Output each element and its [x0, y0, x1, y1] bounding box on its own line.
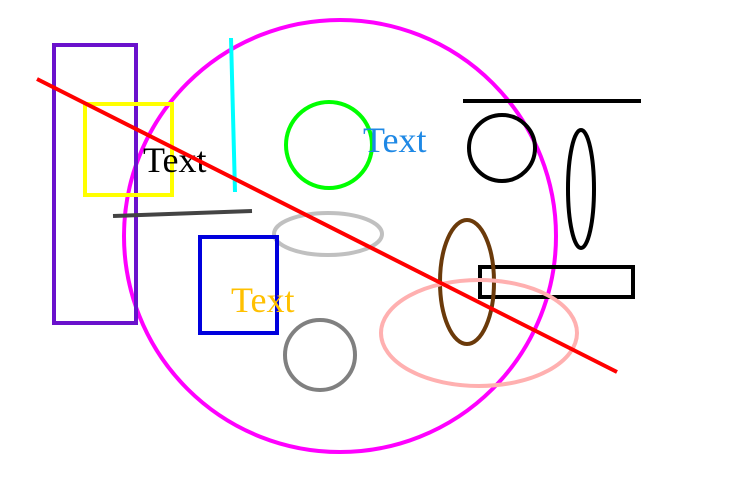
- green-circle: [284, 100, 374, 190]
- gray-circle: [283, 318, 357, 392]
- black-circle: [467, 113, 537, 183]
- dark-gray-line: [112, 209, 253, 218]
- blue-text-label: Text: [363, 120, 426, 160]
- light-gray-ellipse: [272, 211, 384, 257]
- cyan-line: [229, 37, 237, 193]
- gold-text-label: Text: [231, 280, 294, 320]
- pink-ellipse: [379, 278, 579, 388]
- purple-rectangle: [52, 43, 138, 325]
- large-magenta-circle: [122, 18, 558, 454]
- red-diagonal-line: [36, 77, 618, 374]
- blue-square: [198, 235, 279, 335]
- yellow-square: [83, 102, 174, 197]
- black-tall-ellipse: [566, 128, 596, 250]
